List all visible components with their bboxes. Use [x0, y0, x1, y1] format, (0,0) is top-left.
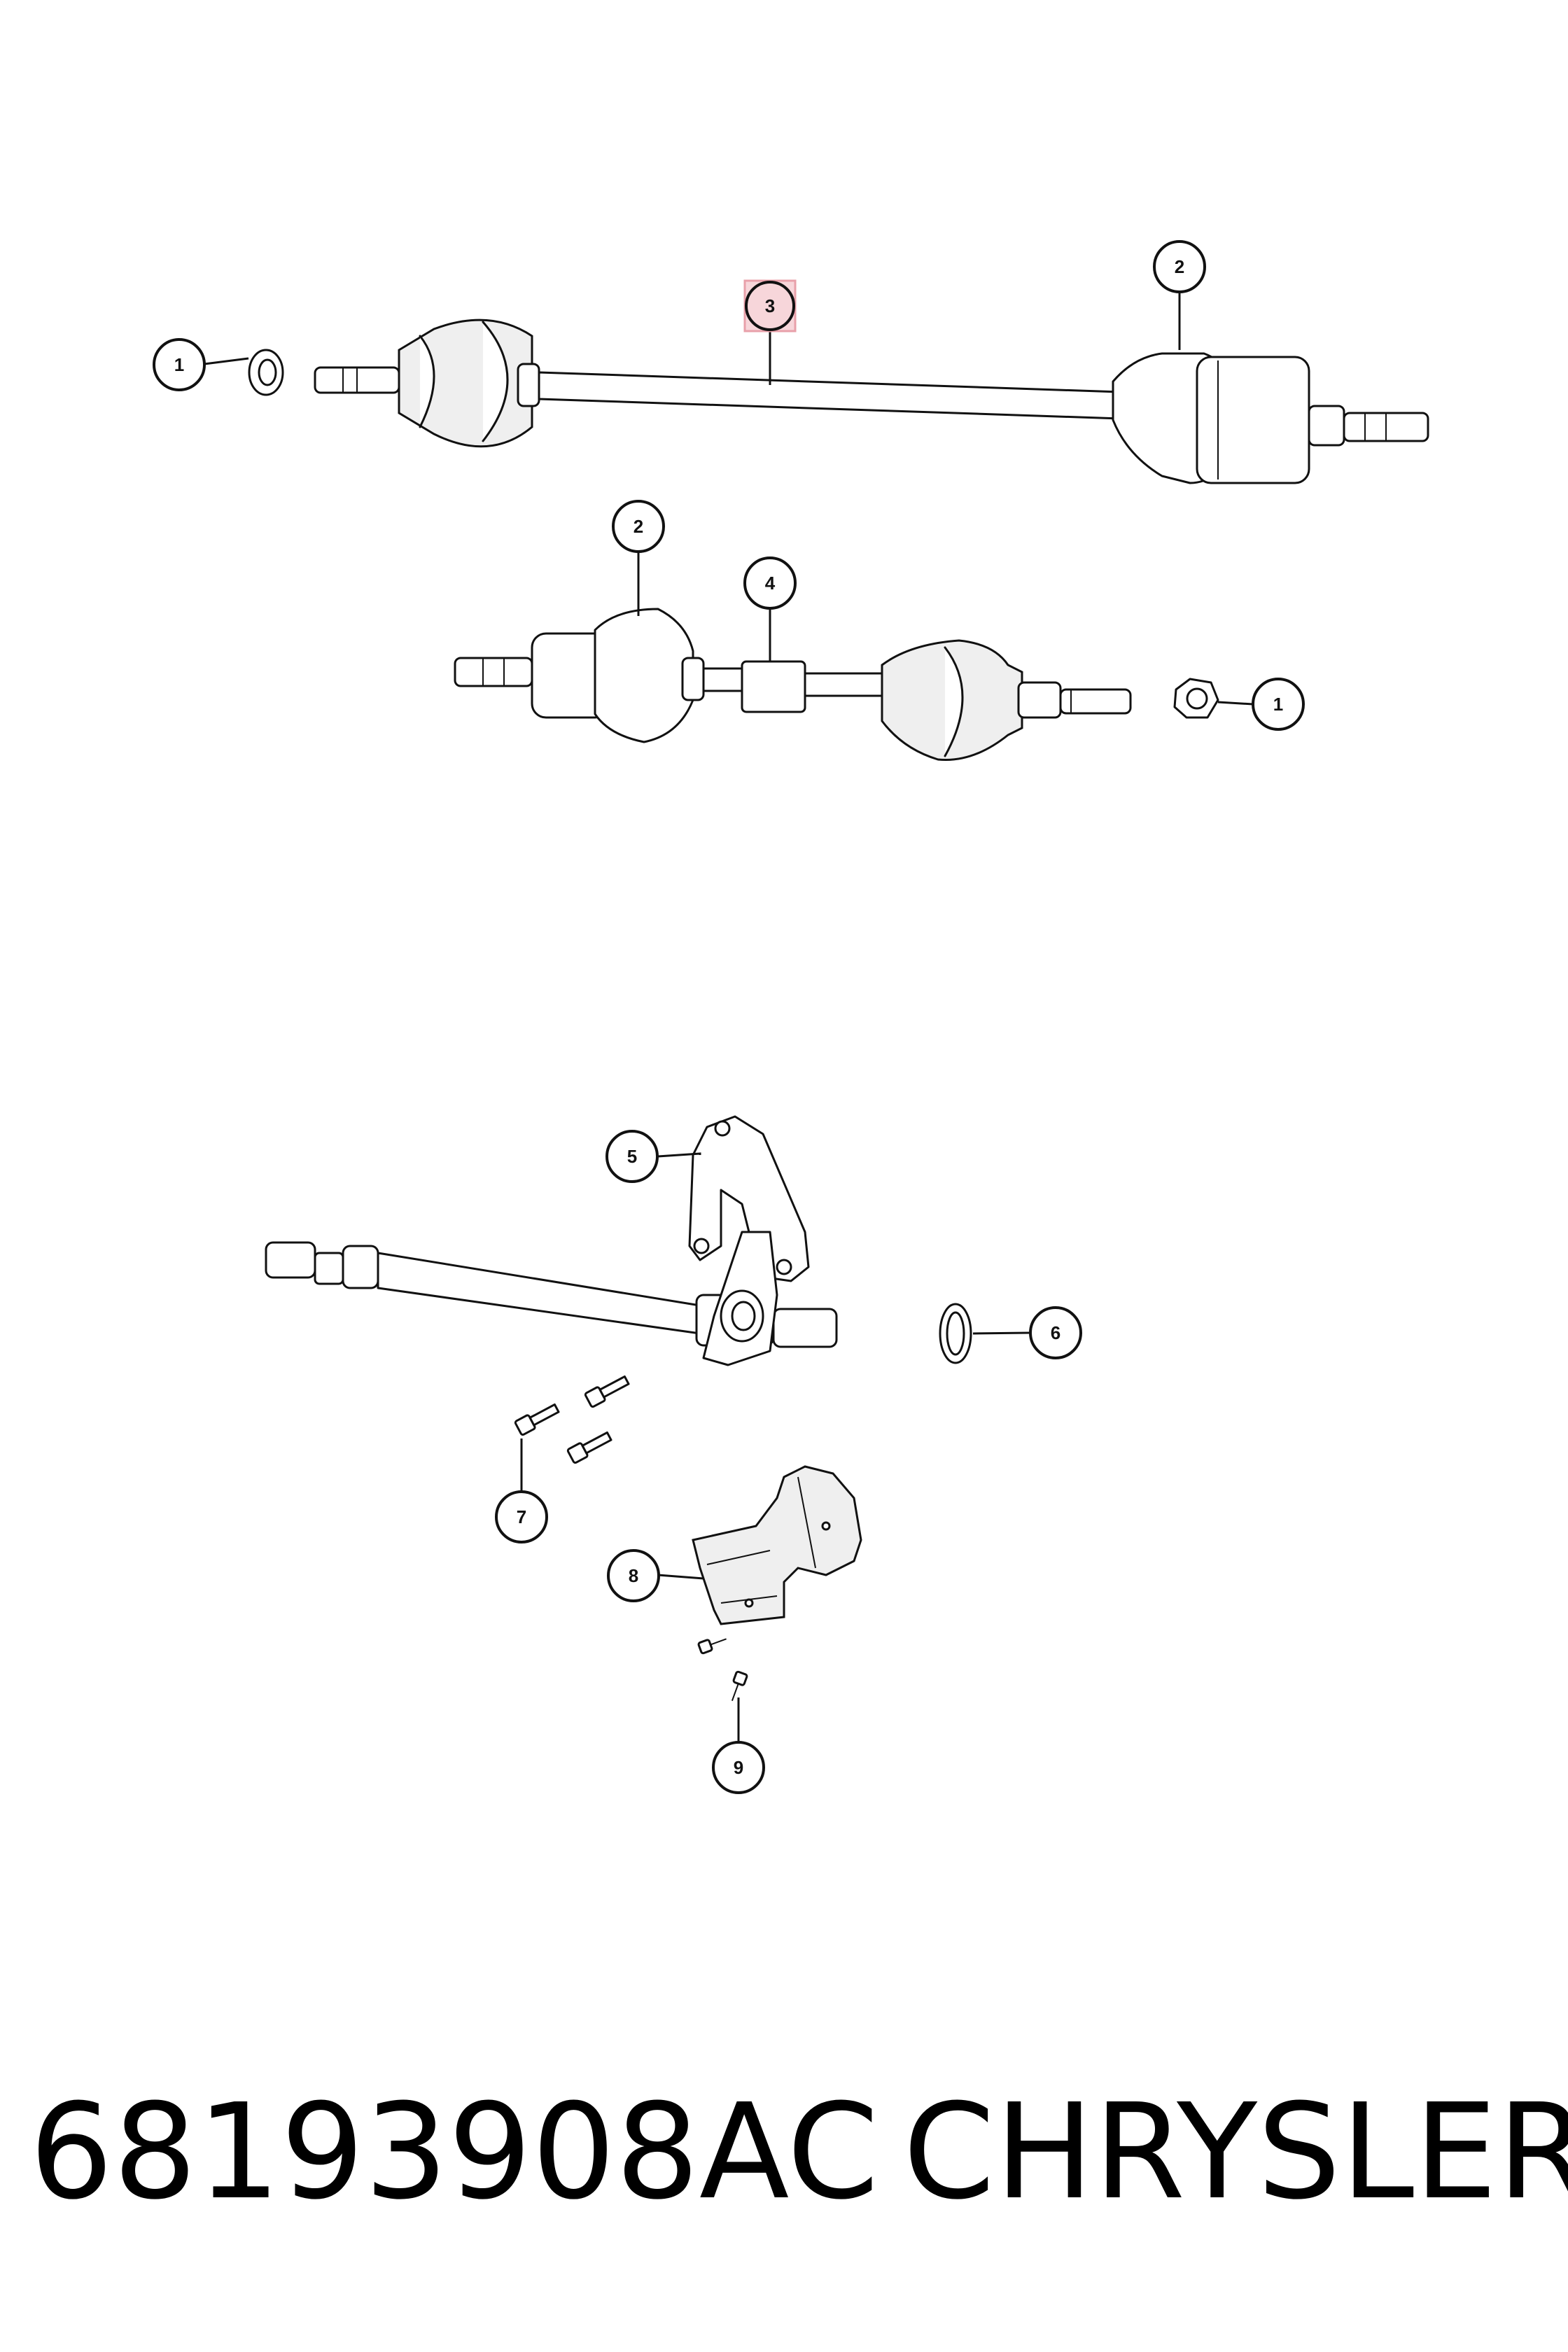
seal-ring — [939, 1303, 972, 1364]
callout-1b: 1 — [1252, 678, 1305, 731]
callout-1b-label: 1 — [1273, 694, 1283, 715]
upper-drive-shaft — [314, 318, 1429, 484]
callout-2a: 2 — [1153, 240, 1206, 293]
part-number: 68193908AC — [29, 2076, 879, 2229]
heat-shield — [692, 1465, 862, 1625]
callout-3[interactable]: 3 — [743, 279, 797, 332]
callout-1a: 1 — [153, 338, 206, 391]
leader-lines — [204, 288, 1254, 1746]
callout-5: 5 — [606, 1130, 659, 1183]
callout-6-label: 6 — [1051, 1322, 1060, 1343]
callout-4: 4 — [743, 556, 797, 610]
screws-group-9 — [697, 1638, 748, 1702]
bearing-bracket — [688, 1115, 810, 1366]
callout-2b: 2 — [612, 500, 665, 553]
bolts-group-7 — [514, 1375, 630, 1464]
brand-name: CHRYSLER — [903, 2076, 1568, 2229]
callout-1a-label: 1 — [174, 354, 184, 375]
callout-8-label: 8 — [629, 1565, 638, 1586]
callout-9-label: 9 — [734, 1757, 743, 1778]
callout-7-label: 7 — [517, 1506, 526, 1527]
callout-6: 6 — [1029, 1306, 1082, 1359]
callout-7: 7 — [495, 1490, 548, 1544]
footer: 68193908AC CHRYSLER — [0, 2072, 1568, 2233]
middle-drive-shaft — [454, 608, 1132, 762]
callout-3-label: 3 — [765, 295, 775, 316]
callout-2a-label: 2 — [1175, 256, 1184, 277]
nut-middle — [1173, 678, 1219, 719]
callout-8: 8 — [607, 1549, 660, 1602]
callout-4-label: 4 — [765, 573, 776, 594]
callout-5-label: 5 — [627, 1146, 637, 1167]
nut-upper — [248, 349, 284, 396]
callout-9: 9 — [712, 1741, 765, 1794]
callout-2b-label: 2 — [634, 516, 643, 537]
